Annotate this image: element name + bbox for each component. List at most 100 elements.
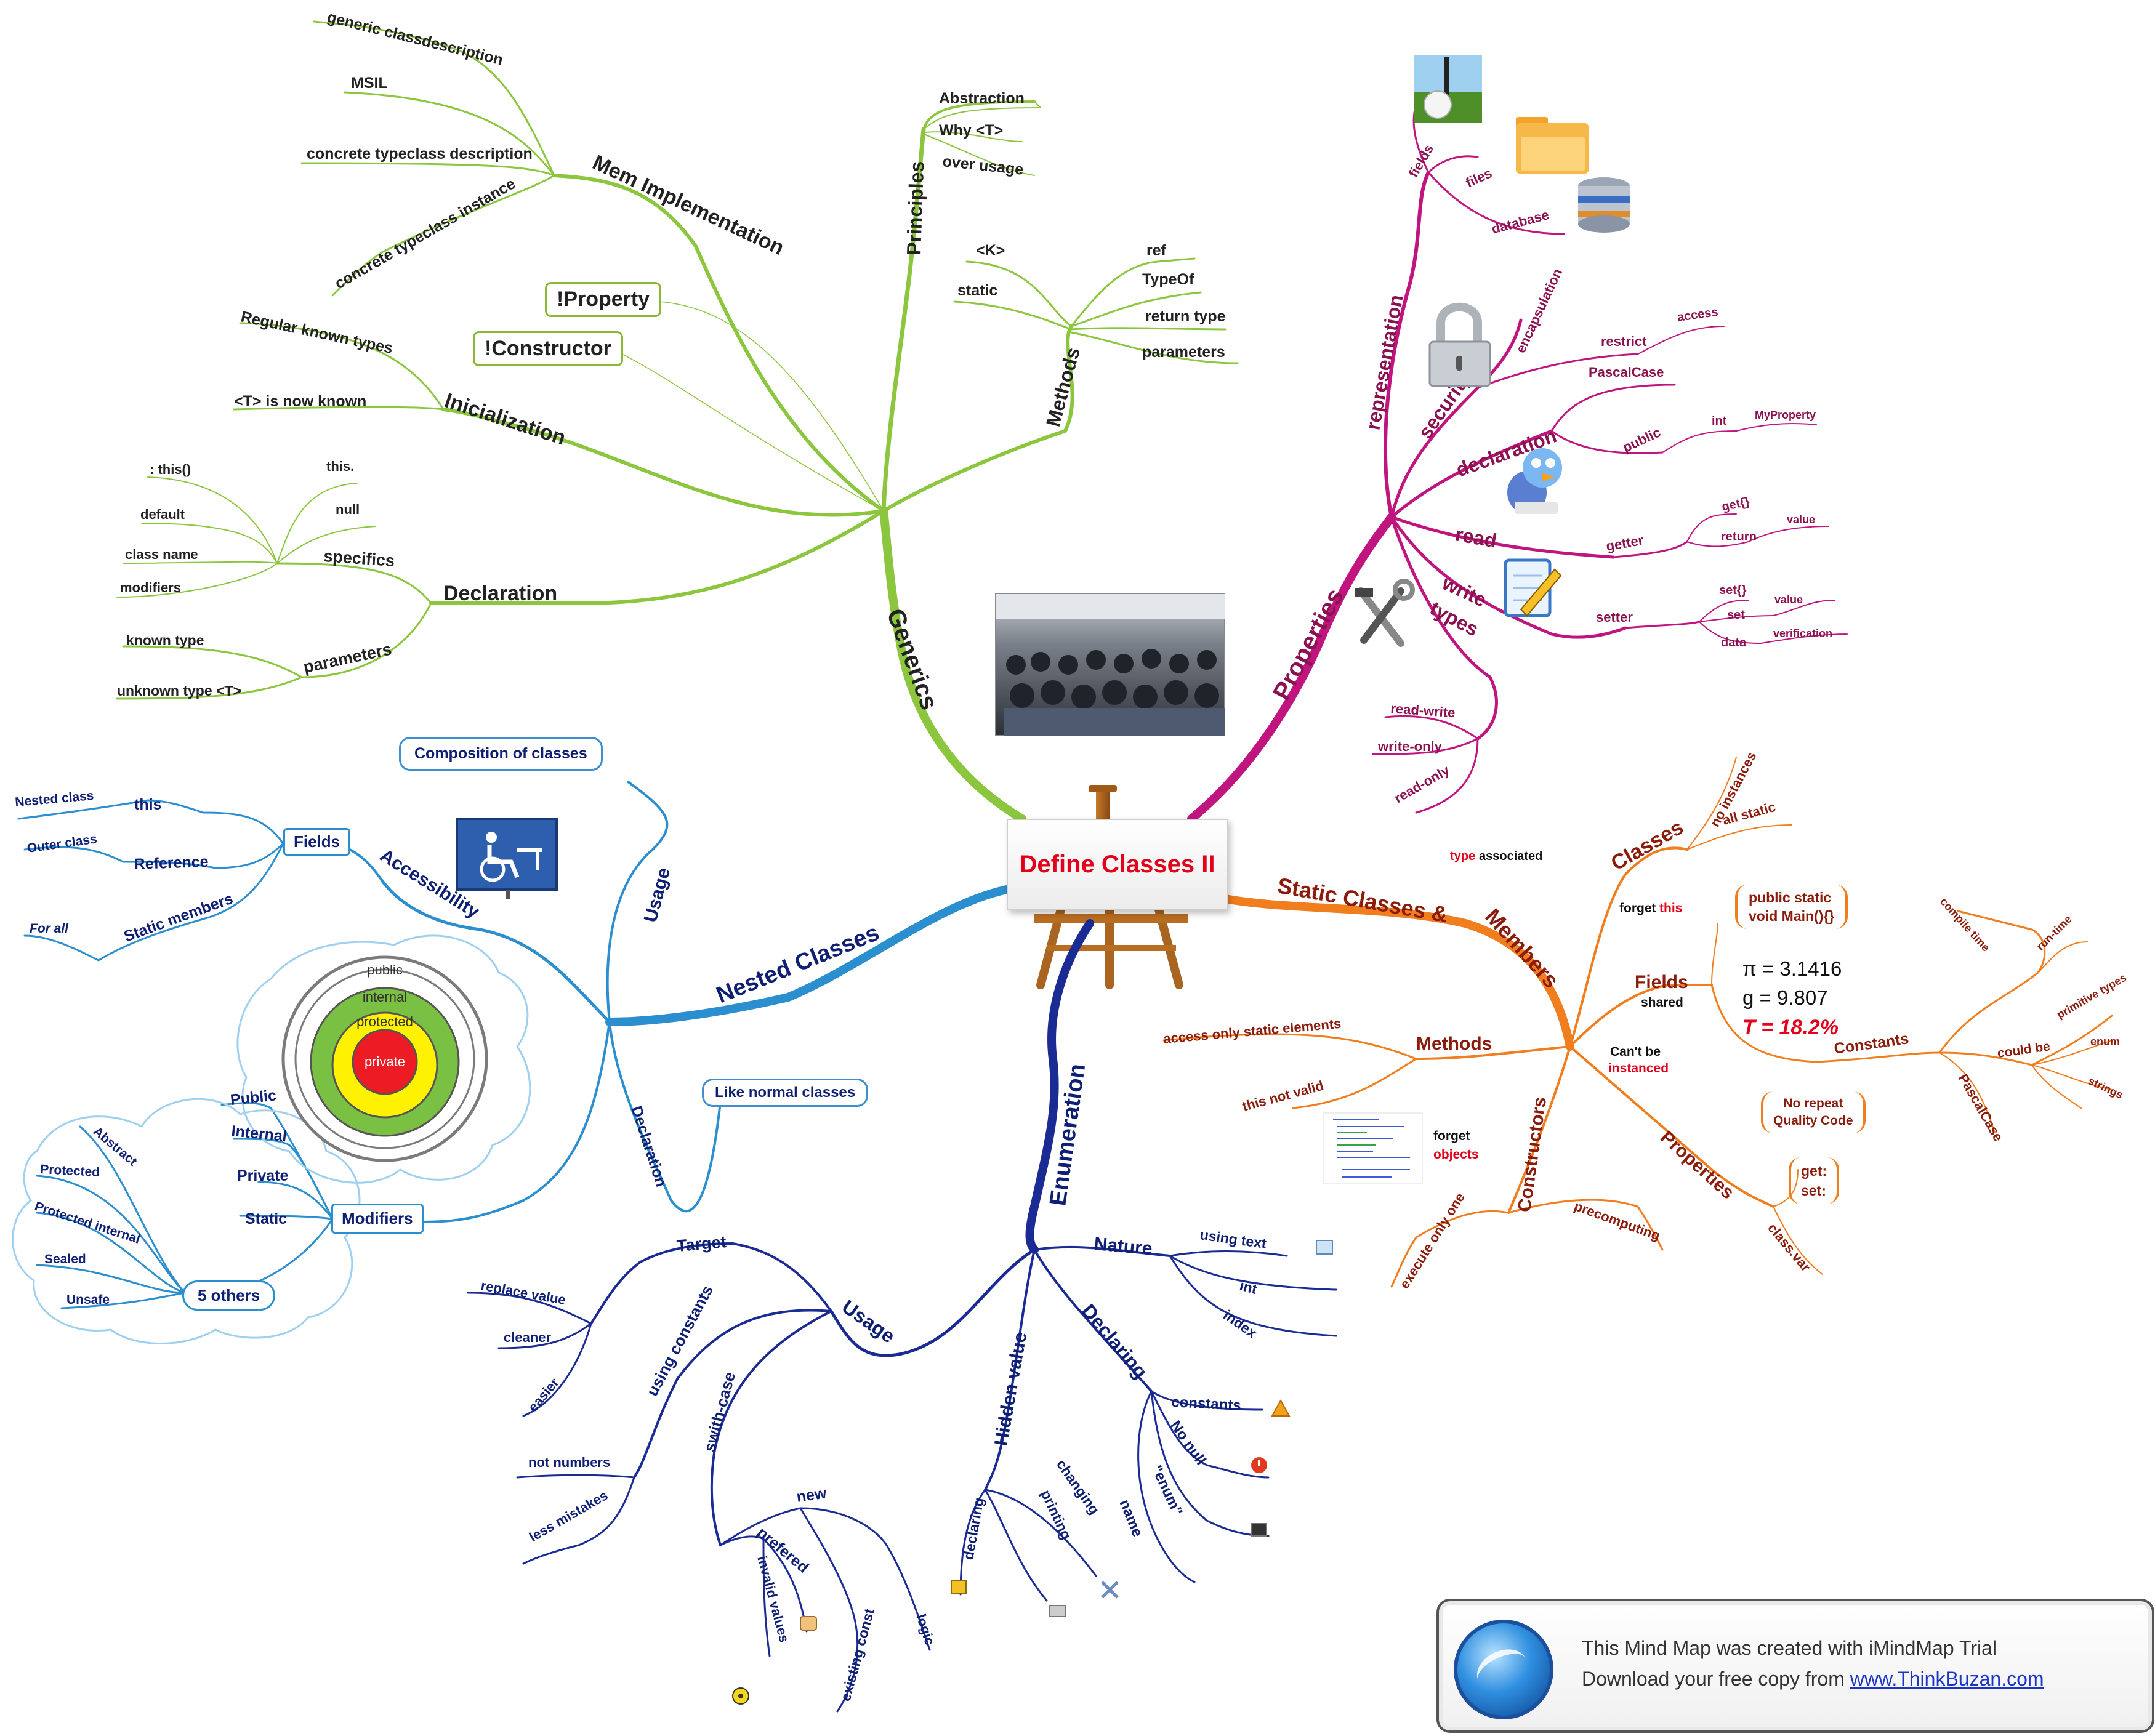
properties-label: Properties — [1268, 584, 1349, 704]
pascalcase-label: PascalCase — [1589, 364, 1664, 380]
nature-label: Nature — [1093, 1234, 1153, 1259]
main-line-1: public static — [1749, 890, 1832, 906]
static-branch — [1162, 757, 2113, 1288]
nested-usage-label: Usage — [640, 866, 674, 925]
classvar-label: class.var — [1765, 1220, 1814, 1275]
strings-label: strings — [2086, 1074, 2125, 1101]
field-outer-class-label: Outer class — [26, 832, 97, 856]
getset-callout[interactable]: get: set: — [1789, 1157, 1840, 1204]
composition-callout[interactable]: Composition of classes — [399, 737, 603, 771]
types-item-1: read-write — [1390, 701, 1456, 720]
declaring-item-1: constants — [1171, 1394, 1242, 1414]
nature-item-3: index — [1220, 1307, 1260, 1341]
modifier-static-label: Static — [245, 1210, 287, 1228]
constructor-callout[interactable]: !Constructor — [473, 331, 623, 366]
t-constant: T = 18.2% — [1742, 1016, 1839, 1039]
central-topic-title: Define Classes II — [1019, 851, 1215, 878]
promo-download-text: Download your free copy from — [1582, 1668, 1845, 1690]
fields-static-label: Fields — [1635, 972, 1688, 992]
value-write-label: value — [1774, 593, 1803, 606]
target-item-2: cleaner — [504, 1330, 551, 1345]
field-for-all-label: For all — [30, 922, 69, 936]
shared-label: shared — [1641, 995, 1683, 1010]
init-item-1: Regular known types — [240, 308, 395, 357]
monitor-icon — [951, 1580, 967, 1594]
folder-icon — [1516, 117, 1589, 174]
declaring-item-4: name — [1116, 1497, 1146, 1539]
field-static-members-label: Static members — [121, 890, 235, 946]
fields-node[interactable]: Fields — [283, 828, 351, 856]
code-snippet-icon — [1323, 1112, 1423, 1184]
primitive-types-label: primitive types — [2055, 971, 2129, 1021]
could-be-label: could be — [1996, 1039, 2051, 1061]
hidden-item-1: declaring — [960, 1497, 986, 1561]
audience-photo — [995, 593, 1225, 736]
property-callout[interactable]: !Property — [545, 282, 662, 317]
forget-obj-1: forget — [1433, 1129, 1470, 1143]
console-icon — [1251, 1523, 1267, 1537]
g-constant: g = 9.807 — [1742, 986, 1828, 1009]
switch-case-label: swith-case — [700, 1370, 739, 1453]
modifier-private-label: Private — [237, 1167, 288, 1184]
others-protected-internal-label: Protected internal — [33, 1199, 142, 1247]
restrict-label: restrict — [1601, 334, 1647, 349]
int-prop-label: int — [1712, 414, 1727, 428]
like-normal-callout[interactable]: Like normal classes — [702, 1079, 869, 1107]
representation-label: representation — [1361, 293, 1407, 432]
tools-icon — [1355, 579, 1415, 647]
myproperty-label: MyProperty — [1755, 409, 1816, 421]
others-protected-label: Protected — [40, 1162, 100, 1179]
methods-static-label: Methods — [1416, 1034, 1492, 1054]
central-topic[interactable]: Define Classes II — [1007, 819, 1228, 910]
set-label: set — [1727, 608, 1745, 622]
thinkbuzan-link[interactable]: www.ThinkBuzan.com — [1850, 1668, 2044, 1690]
return-label: return — [1721, 530, 1757, 544]
access-label: access — [1677, 305, 1719, 324]
modifier-public-label: Public — [230, 1087, 278, 1109]
associated-word: associated — [1479, 850, 1542, 863]
value-read-label: value — [1787, 513, 1815, 526]
main-method-callout[interactable]: public static void Main(){} — [1735, 885, 1848, 929]
padlock-icon — [1428, 302, 1491, 387]
using-constants-label: using constants — [643, 1282, 717, 1399]
hidden-value-label: Hidden value — [991, 1331, 1031, 1448]
ring-protected: protected — [356, 1014, 413, 1029]
mem-item-2: MSIL — [351, 74, 388, 92]
field-nested-class-label: Nested class — [14, 789, 94, 810]
setter-label: setter — [1596, 609, 1633, 625]
imindmap-promo-banner[interactable]: This Mind Map was created with iMindMap … — [1436, 1599, 2154, 1733]
encapsulation-label: encapsulation — [1513, 266, 1565, 355]
ring-internal: internal — [363, 989, 407, 1005]
five-others-node[interactable]: 5 others — [182, 1280, 276, 1311]
methods-right-3: return type — [1145, 308, 1226, 325]
static-label-cont: Members — [1480, 904, 1564, 993]
methods-generics-label: Methods — [1042, 345, 1084, 428]
others-unsafe-label: Unsafe — [66, 1293, 110, 1307]
invalid-values-label: invalid values — [754, 1554, 792, 1644]
specifics-item-6: modifiers — [120, 580, 181, 595]
warning-icon — [1271, 1399, 1291, 1417]
set-block-label: set{} — [1719, 584, 1747, 597]
this-word: this — [1659, 901, 1682, 915]
type-word: type — [1450, 850, 1475, 863]
no-repeat-callout[interactable]: No repeat Quality Code — [1761, 1091, 1866, 1133]
pi-constant: π = 3.1416 — [1742, 957, 1842, 980]
set-line: set: — [1801, 1183, 1826, 1199]
nested-branch — [12, 781, 1011, 1344]
methods-left-2: static — [957, 282, 997, 299]
printer-icon — [1049, 1605, 1066, 1617]
target-item-3: easier — [525, 1375, 562, 1415]
specifics-item-5: class name — [125, 547, 198, 562]
mem-implementation-label: Mem Implementation — [589, 151, 788, 260]
promo-line-1: This Mind Map was created with iMindMap … — [1582, 1637, 1997, 1659]
execute-only-one-label: execute only one — [1396, 1190, 1468, 1292]
nature-item-2: int — [1238, 1277, 1259, 1297]
specifics-item-1: : this() — [150, 462, 191, 477]
forget-obj-2: objects — [1433, 1147, 1479, 1162]
modifiers-node[interactable]: Modifiers — [331, 1204, 424, 1234]
ring-public: public — [367, 962, 402, 978]
precomputing-label: precomputing — [1572, 1198, 1662, 1244]
field-this-label: this — [134, 796, 161, 813]
mem-item-4: concrete typeclass instance — [332, 175, 518, 292]
